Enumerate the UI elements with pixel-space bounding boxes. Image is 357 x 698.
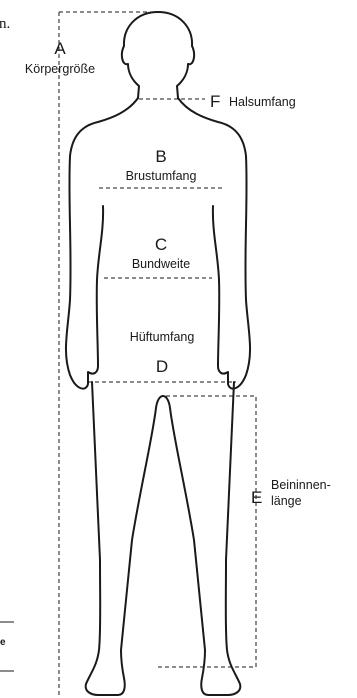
label-e-letter: E: [251, 488, 262, 507]
label-e-text-line1: Beininnen-: [271, 478, 331, 492]
body-silhouette: [66, 12, 250, 695]
right-leg-outline: [163, 382, 240, 695]
label-f-text: Halsumfang: [229, 95, 296, 109]
label-f-letter: F: [210, 92, 220, 111]
left-shoulder-and-arm-outline: [66, 98, 138, 389]
label-a-letter: A: [54, 39, 66, 58]
label-b-text: Brustumfang: [126, 169, 197, 183]
label-a-text: Körpergröße: [25, 62, 95, 76]
height-guide-a: [59, 12, 158, 698]
cropped-text-bottom: e: [0, 637, 6, 648]
label-d-text: Hüftumfang: [130, 330, 195, 344]
right-shoulder-and-arm-outline: [178, 98, 250, 389]
label-d-letter: D: [156, 357, 168, 376]
label-c-text: Bundweite: [132, 257, 190, 271]
label-b-letter: B: [155, 147, 166, 166]
label-c-letter: C: [155, 235, 167, 254]
cropped-text-top: n.: [0, 16, 10, 32]
head-and-neck-outline: [122, 12, 194, 98]
left-leg-outline: [86, 382, 163, 695]
inseam-guide-e: [156, 396, 256, 667]
label-e-text-line2: länge: [271, 494, 302, 508]
